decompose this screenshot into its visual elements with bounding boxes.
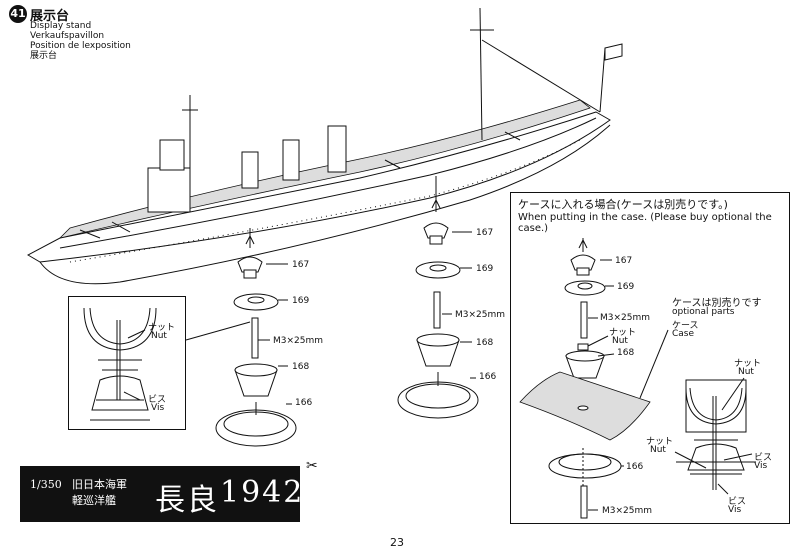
inset-section-drawing <box>83 307 157 421</box>
step-title: 展示台 <box>30 9 70 24</box>
subtitle-jp: 展示台 <box>30 51 58 61</box>
case-case-en: Case <box>672 329 695 339</box>
inset-nut-jp: ナット <box>148 323 176 333</box>
case-part-166: 166 <box>626 462 644 472</box>
case-nut-jp: ナット <box>609 328 637 338</box>
stand-a-drawing <box>185 228 297 447</box>
banner-ship-name: 長良 <box>155 483 219 518</box>
step-number: 41 <box>9 5 27 23</box>
case-optional-en: optional parts <box>672 307 735 317</box>
detail-nut-top-jp: ナット <box>734 359 762 369</box>
page-number: 23 <box>390 536 404 549</box>
stand-b-drawing <box>397 176 479 419</box>
detail-vis-right-jp: ビス <box>754 453 773 463</box>
detail-nut-left-jp: ナット <box>646 437 674 447</box>
case-part-168: 168 <box>617 348 635 358</box>
subtitle-fr: Position de lexposition <box>30 41 131 51</box>
stand-a-screw: M3×25mm <box>273 336 324 346</box>
banner-navy: 旧日本海軍 <box>72 478 127 491</box>
stand-a-part-169: 169 <box>292 296 310 306</box>
detail-vis-bottom-en: Vis <box>728 505 742 515</box>
stand-b-part-169: 169 <box>476 264 494 274</box>
subtitle-de: Verkaufspavillon <box>30 31 105 41</box>
case-detail-drawing <box>674 377 756 495</box>
stand-b-screw: M3×25mm <box>455 310 506 320</box>
detail-vis-right-en: Vis <box>754 461 768 471</box>
case-optional-jp: ケースは別売りです <box>672 298 762 309</box>
stand-b-part-166: 166 <box>479 372 497 382</box>
case-nut-en: Nut <box>612 336 628 346</box>
case-title-en: When putting in the case. (Please buy op… <box>518 212 772 234</box>
inset-detail-box <box>68 296 186 430</box>
stand-a-part-168: 168 <box>292 362 310 372</box>
case-case-jp: ケース <box>672 321 699 331</box>
case-instructions-box <box>510 192 790 524</box>
detail-nut-top-en: Nut <box>738 367 754 377</box>
case-screw-top: M3×25mm <box>600 313 651 323</box>
case-part-167: 167 <box>615 256 633 266</box>
banner-year: 1942 <box>220 475 305 510</box>
detail-vis-bottom-jp: ビス <box>728 497 747 507</box>
subtitle-en: Display stand <box>30 21 92 31</box>
detail-nut-left-en: Nut <box>650 445 666 455</box>
ship-title-banner: 1/350 旧日本海軍 軽巡洋艦 長良 1942 <box>20 466 302 522</box>
case-part-169: 169 <box>617 282 635 292</box>
scissors-icon: ✂ <box>306 458 318 474</box>
case-screw-bottom: M3×25mm <box>602 506 653 516</box>
stand-b-part-168: 168 <box>476 338 494 348</box>
inset-nut-en: Nut <box>151 331 167 341</box>
case-title-jp: ケースに入れる場合(ケースは別売りです。) <box>518 198 728 211</box>
banner-scale: 1/350 <box>30 478 62 491</box>
inset-vis-jp: ビス <box>148 395 167 405</box>
case-assembly-drawing <box>519 238 669 519</box>
ship-drawing <box>26 7 623 285</box>
banner-ship-class: 軽巡洋艦 <box>72 494 116 507</box>
stand-a-part-166: 166 <box>295 398 313 408</box>
stand-a-part-167: 167 <box>292 260 310 270</box>
inset-vis-en: Vis <box>151 403 165 413</box>
stand-b-part-167: 167 <box>476 228 494 238</box>
